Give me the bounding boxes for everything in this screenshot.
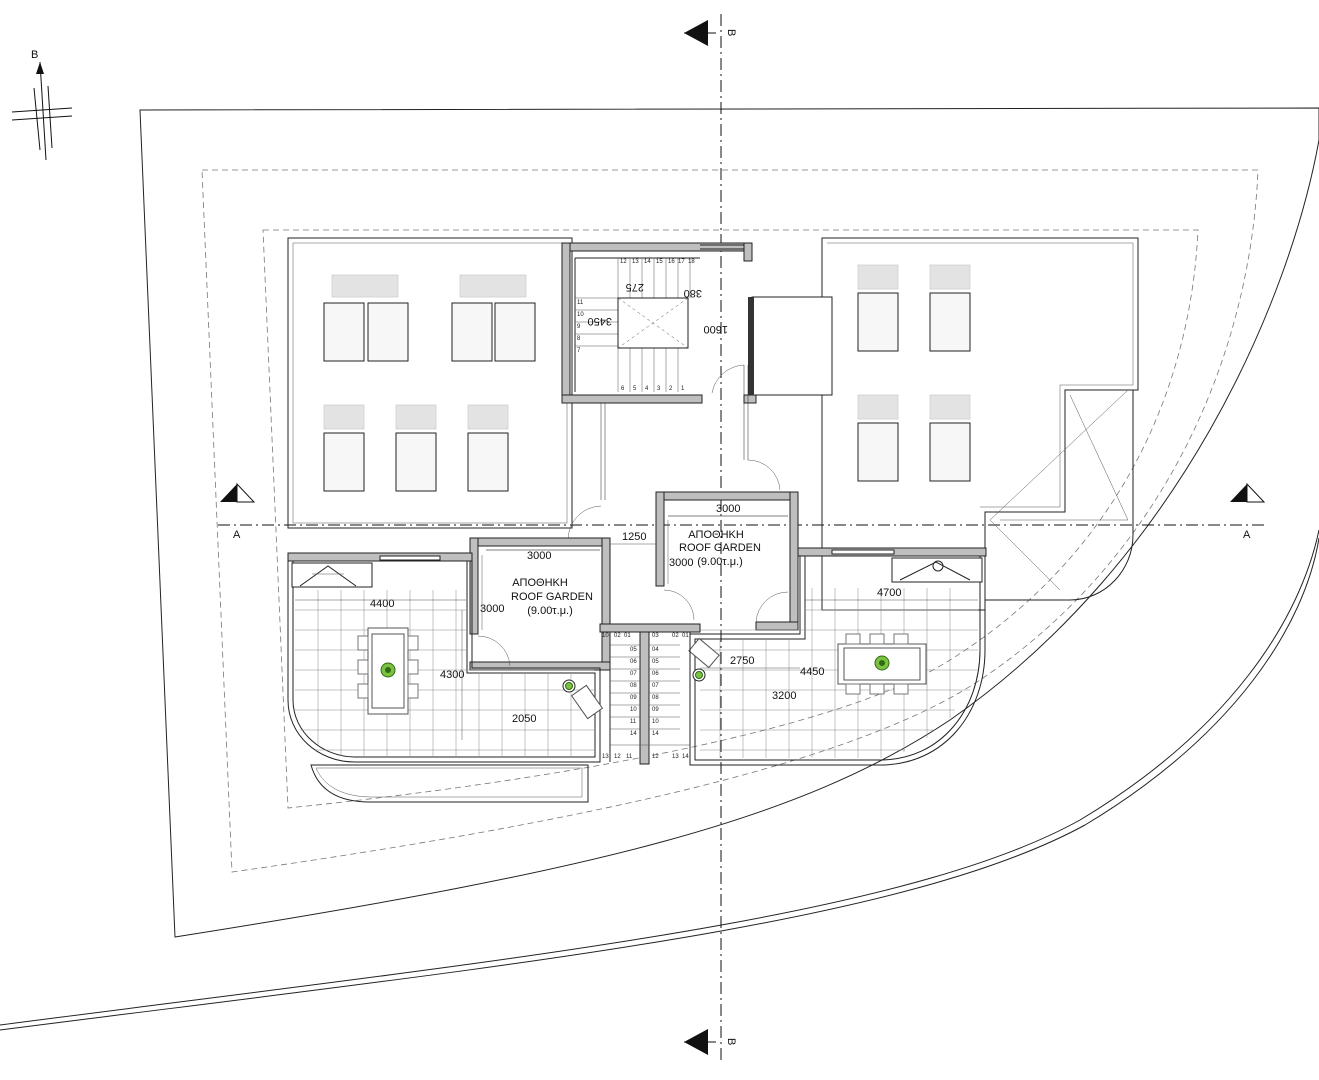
svg-text:01: 01 (682, 633, 689, 639)
svg-text:11: 11 (630, 719, 637, 725)
solar-panel-group-left (323, 274, 536, 492)
svg-text:6: 6 (621, 386, 625, 392)
setback-line-inner (262, 229, 1199, 809)
plant-icon (874, 655, 890, 671)
setback-line-outer (201, 169, 1259, 873)
section-label-b-top: B (725, 29, 737, 36)
plant-icon (562, 679, 576, 693)
section-label-b-bottom: B (725, 1038, 737, 1045)
dim-3000-left-top: 3000 (527, 550, 551, 562)
svg-text:11: 11 (577, 300, 584, 306)
section-label-a-left: A (233, 529, 241, 541)
svg-text:7: 7 (577, 348, 581, 354)
room-area: (9.00τ.μ.) (697, 556, 743, 568)
dim-2050: 2050 (512, 713, 536, 725)
svg-text:13: 13 (632, 259, 639, 265)
svg-text:02: 02 (672, 633, 679, 639)
dim-3000-mid-side: 3000 (669, 557, 693, 569)
svg-text:17: 17 (678, 259, 685, 265)
svg-text:13: 13 (672, 754, 679, 760)
svg-text:02: 02 (614, 633, 621, 639)
svg-text:01: 01 (624, 633, 631, 639)
svg-text:1: 1 (681, 386, 685, 392)
svg-text:12: 12 (620, 259, 627, 265)
room-title: ΑΠΟΘΗΚΗ (688, 529, 744, 541)
svg-text:9: 9 (577, 324, 581, 330)
svg-text:14: 14 (644, 259, 651, 265)
svg-text:14: 14 (682, 754, 689, 760)
section-marker-icon (684, 20, 716, 46)
svg-text:03: 03 (652, 633, 659, 639)
svg-text:09: 09 (652, 707, 659, 713)
svg-text:3: 3 (657, 386, 661, 392)
svg-text:10: 10 (577, 312, 584, 318)
room-subtitle: ROOF GARDEN (679, 542, 761, 554)
dimension-labels: 3000 3000 3000 3000 1250 4400 4300 2050 … (370, 503, 901, 725)
dim-4300: 4300 (440, 669, 464, 681)
dim-4450: 4450 (800, 666, 824, 678)
section-marker-icon (684, 1029, 716, 1055)
dim-1600: 1600 (704, 323, 728, 335)
svg-text:14: 14 (652, 731, 659, 737)
svg-text:14: 14 (630, 731, 637, 737)
north-label: B (31, 49, 38, 61)
svg-text:05: 05 (652, 659, 659, 665)
table-icon (357, 627, 419, 715)
svg-text:12: 12 (614, 754, 621, 760)
section-marker-icon (1230, 482, 1266, 503)
svg-text:07: 07 (652, 683, 659, 689)
room-area: (9.00τ.μ.) (527, 605, 573, 617)
svg-text:2: 2 (669, 386, 673, 392)
svg-text:08: 08 (630, 683, 637, 689)
svg-text:10: 10 (652, 719, 659, 725)
svg-text:10: 10 (630, 707, 637, 713)
dim-2750: 2750 (730, 655, 754, 667)
svg-text:09: 09 (630, 695, 637, 701)
svg-text:16: 16 (668, 259, 675, 265)
section-axis-a: A A (218, 482, 1266, 541)
dim-275: 275 (626, 281, 644, 293)
dim-3000-left-side: 3000 (480, 603, 504, 615)
room-subtitle: ROOF GARDEN (511, 591, 593, 603)
room-title: ΑΠΟΘΗΚΗ (512, 577, 568, 589)
svg-text:4: 4 (645, 386, 649, 392)
svg-text:06: 06 (652, 671, 659, 677)
svg-text:11: 11 (626, 754, 633, 760)
terrace-left (287, 552, 604, 803)
svg-text:13: 13 (602, 754, 609, 760)
section-label-a-right: A (1243, 529, 1251, 541)
north-arrow-icon: B (11, 49, 73, 161)
dim-3200: 3200 (772, 690, 796, 702)
dim-4700: 4700 (877, 587, 901, 599)
svg-text:08: 08 (652, 695, 659, 701)
svg-text:06: 06 (630, 659, 637, 665)
svg-text:04: 04 (652, 647, 659, 653)
svg-text:8: 8 (577, 336, 581, 342)
dim-4400: 4400 (370, 598, 394, 610)
svg-text:12: 12 (652, 754, 659, 760)
plant-icon (692, 668, 706, 682)
section-axis-b: B B (684, 14, 737, 1062)
svg-text:18: 18 (688, 259, 695, 265)
dim-380: 380 (684, 287, 702, 299)
dim-3000-mid-top: 3000 (716, 503, 740, 515)
section-marker-icon (220, 482, 256, 503)
svg-text:05: 05 (630, 647, 637, 653)
svg-text:15: 15 (656, 259, 663, 265)
solar-panel-group-right (857, 264, 971, 482)
plant-icon (380, 662, 396, 678)
door-swing-icon (567, 364, 781, 541)
plot-boundary (0, 107, 1319, 1031)
dim-3450: 3450 (588, 315, 612, 327)
svg-text:5: 5 (633, 386, 637, 392)
dim-1250: 1250 (622, 531, 646, 543)
svg-text:07: 07 (630, 671, 637, 677)
terrace-right (688, 389, 1134, 766)
svg-text:10: 10 (602, 633, 609, 639)
